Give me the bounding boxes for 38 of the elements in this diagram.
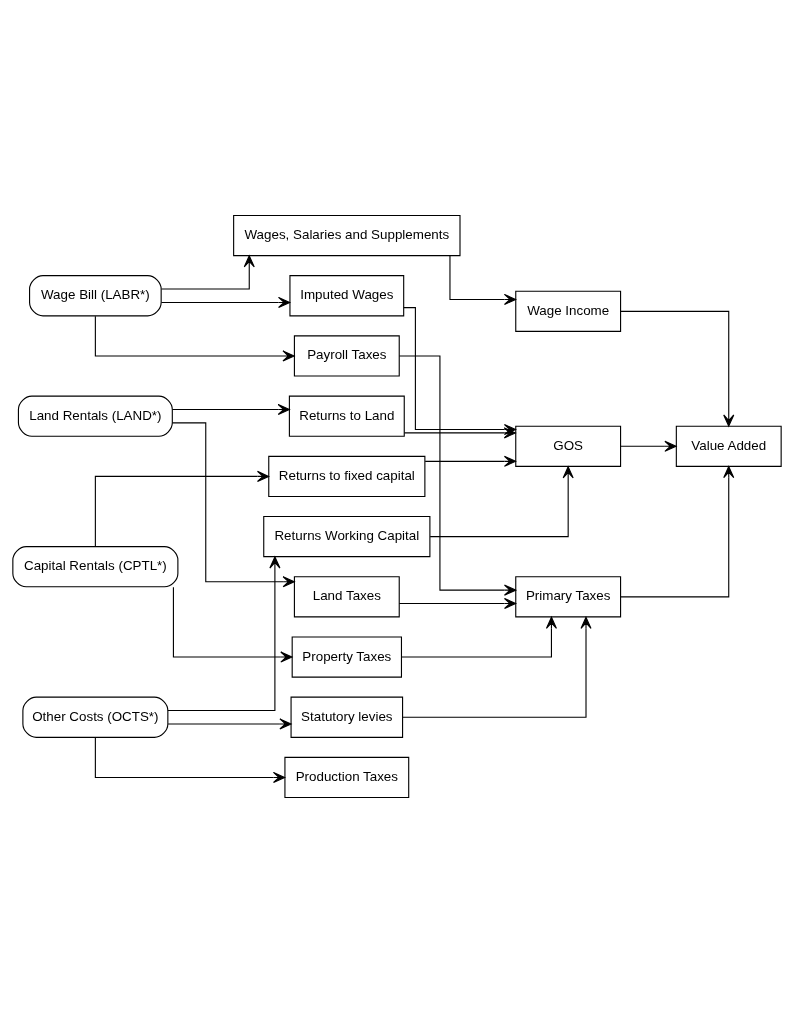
- node-box: Value Added: [675, 425, 782, 467]
- node-box: Primary Taxes: [515, 575, 622, 617]
- arrow: [167, 717, 292, 729]
- arrow: [94, 315, 295, 362]
- arrow: [402, 616, 592, 718]
- node-box: Returns to Land: [288, 395, 405, 437]
- node-box: Production Taxes: [284, 756, 410, 798]
- node-box: Returns to fixed capital: [268, 455, 426, 497]
- arrow: [160, 296, 291, 308]
- node-box: Other Costs (OCTS*): [22, 696, 169, 738]
- arrow: [94, 470, 270, 547]
- node-box: Statutory levies: [290, 696, 404, 738]
- arrow: [403, 426, 516, 438]
- arrow: [160, 254, 255, 290]
- node-box: Land Taxes: [293, 575, 400, 617]
- node-box: Payroll Taxes: [293, 334, 400, 377]
- node-box: Capital Rentals (CPTL*): [12, 545, 179, 587]
- arrow: [424, 455, 517, 467]
- arrow: [449, 254, 517, 305]
- arrow: [620, 465, 735, 597]
- arrow: [429, 465, 574, 537]
- arrow: [620, 310, 735, 427]
- arrow: [620, 440, 677, 452]
- node-box: Imputed Wages: [289, 274, 405, 316]
- arrow: [167, 555, 281, 711]
- arrow: [94, 736, 286, 783]
- node-box: Returns Working Capital: [263, 515, 431, 557]
- arrow: [398, 597, 517, 609]
- arrow: [171, 421, 295, 587]
- node-box: Property Taxes: [291, 635, 402, 678]
- node-box: Wage Income: [515, 290, 622, 332]
- node-box: GOS: [515, 425, 622, 467]
- arrow: [171, 403, 290, 415]
- arrow: [401, 616, 557, 658]
- node-box: Wage Bill (LABR*): [29, 274, 162, 316]
- arrow: [172, 586, 293, 663]
- node-box: Land Rentals (LAND*): [17, 395, 173, 437]
- node-box: Wages, Salaries and Supplements: [233, 214, 461, 256]
